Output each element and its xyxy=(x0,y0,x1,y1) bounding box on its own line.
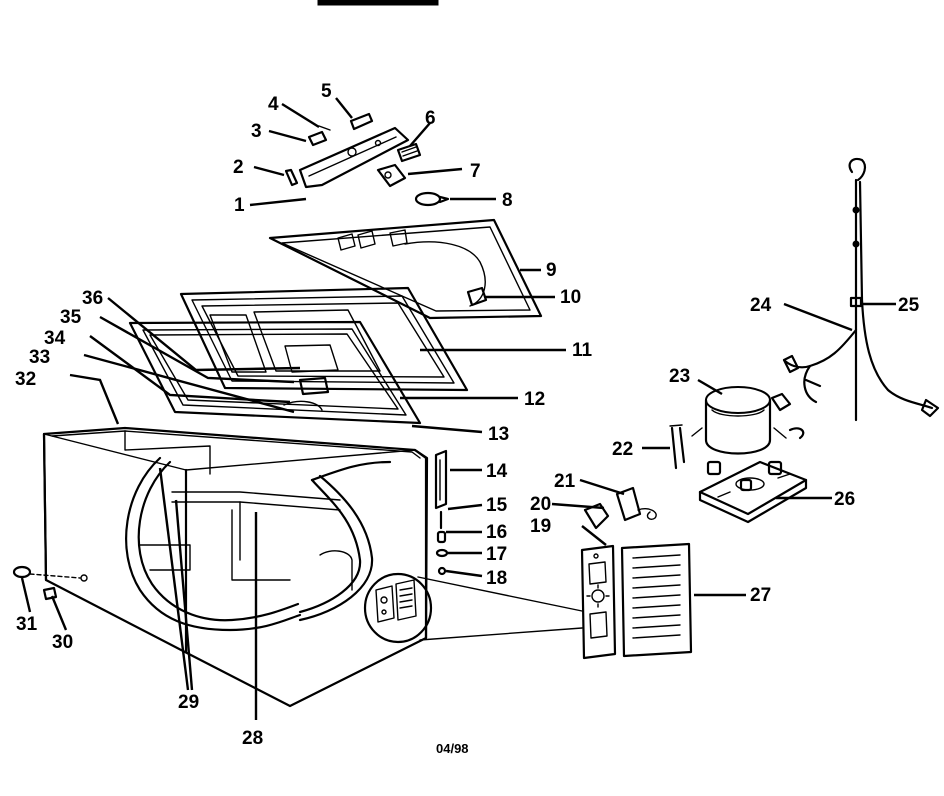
drain-assembly xyxy=(12,565,88,601)
callout-14: 14 xyxy=(486,461,508,482)
callout-33: 33 xyxy=(29,347,50,368)
control-panel-detail xyxy=(580,544,617,660)
callout-31: 31 xyxy=(16,614,38,635)
callout-26: 26 xyxy=(834,489,855,510)
callout-9: 9 xyxy=(546,260,557,281)
lid-inner-frame xyxy=(128,320,422,425)
thermostat-parts xyxy=(583,486,657,530)
callout-24: 24 xyxy=(750,295,772,316)
callout-29: 29 xyxy=(178,692,199,713)
callout-30: 30 xyxy=(52,632,73,653)
callout-34: 34 xyxy=(44,328,66,349)
cabinet xyxy=(42,426,429,708)
callout-numbers: 1 2 3 4 5 6 7 8 9 10 11 12 13 14 15 16 1… xyxy=(15,81,920,749)
callout-2: 2 xyxy=(233,157,244,178)
clip-part xyxy=(284,168,299,187)
light-socket-part xyxy=(376,163,407,188)
cabinet-opening xyxy=(125,456,392,632)
detail-leaders xyxy=(417,576,583,641)
callout-4: 4 xyxy=(268,94,279,115)
leader-lines xyxy=(20,97,896,720)
callout-32: 32 xyxy=(15,369,36,390)
callout-22: 22 xyxy=(612,439,633,460)
callout-1: 1 xyxy=(234,195,245,216)
callout-13: 13 xyxy=(488,424,509,445)
cabinet-interior xyxy=(124,430,353,591)
callout-23: 23 xyxy=(669,366,690,387)
callout-6: 6 xyxy=(425,108,436,129)
cabinet-control-recess xyxy=(363,572,433,644)
callout-11: 11 xyxy=(572,340,593,361)
callout-7: 7 xyxy=(470,161,481,182)
power-cord-part xyxy=(848,157,940,422)
callout-16: 16 xyxy=(486,522,507,543)
callout-25: 25 xyxy=(898,295,920,316)
drain-tube-part xyxy=(669,424,686,470)
callout-18: 18 xyxy=(486,568,507,589)
header-remnant xyxy=(317,0,439,6)
callout-21: 21 xyxy=(554,471,576,492)
light-bulb-part xyxy=(414,191,450,207)
compressor-base-part xyxy=(698,460,808,524)
grille-detail xyxy=(620,542,693,658)
footer-date: 04/98 xyxy=(436,741,469,756)
bracket-part xyxy=(307,130,328,147)
callout-19: 19 xyxy=(530,516,551,537)
callout-20: 20 xyxy=(530,494,551,515)
lid-liner xyxy=(268,218,543,320)
callout-3: 3 xyxy=(251,121,262,142)
callout-28: 28 xyxy=(242,728,263,749)
callout-36: 36 xyxy=(82,288,103,309)
callout-8: 8 xyxy=(502,190,513,211)
control-housing xyxy=(298,126,410,189)
wire-harness-part xyxy=(782,328,858,404)
callout-35: 35 xyxy=(60,307,82,328)
lid-outer-frame xyxy=(179,286,469,392)
hinge-parts xyxy=(434,449,449,576)
callout-5: 5 xyxy=(321,81,332,102)
light-lens-part xyxy=(396,142,422,163)
callout-15: 15 xyxy=(486,495,508,516)
callout-17: 17 xyxy=(486,544,507,565)
screw-part xyxy=(318,125,331,131)
retainer-part xyxy=(349,112,374,131)
callout-12: 12 xyxy=(524,389,545,410)
callout-27: 27 xyxy=(750,585,771,606)
callout-10: 10 xyxy=(560,287,581,308)
